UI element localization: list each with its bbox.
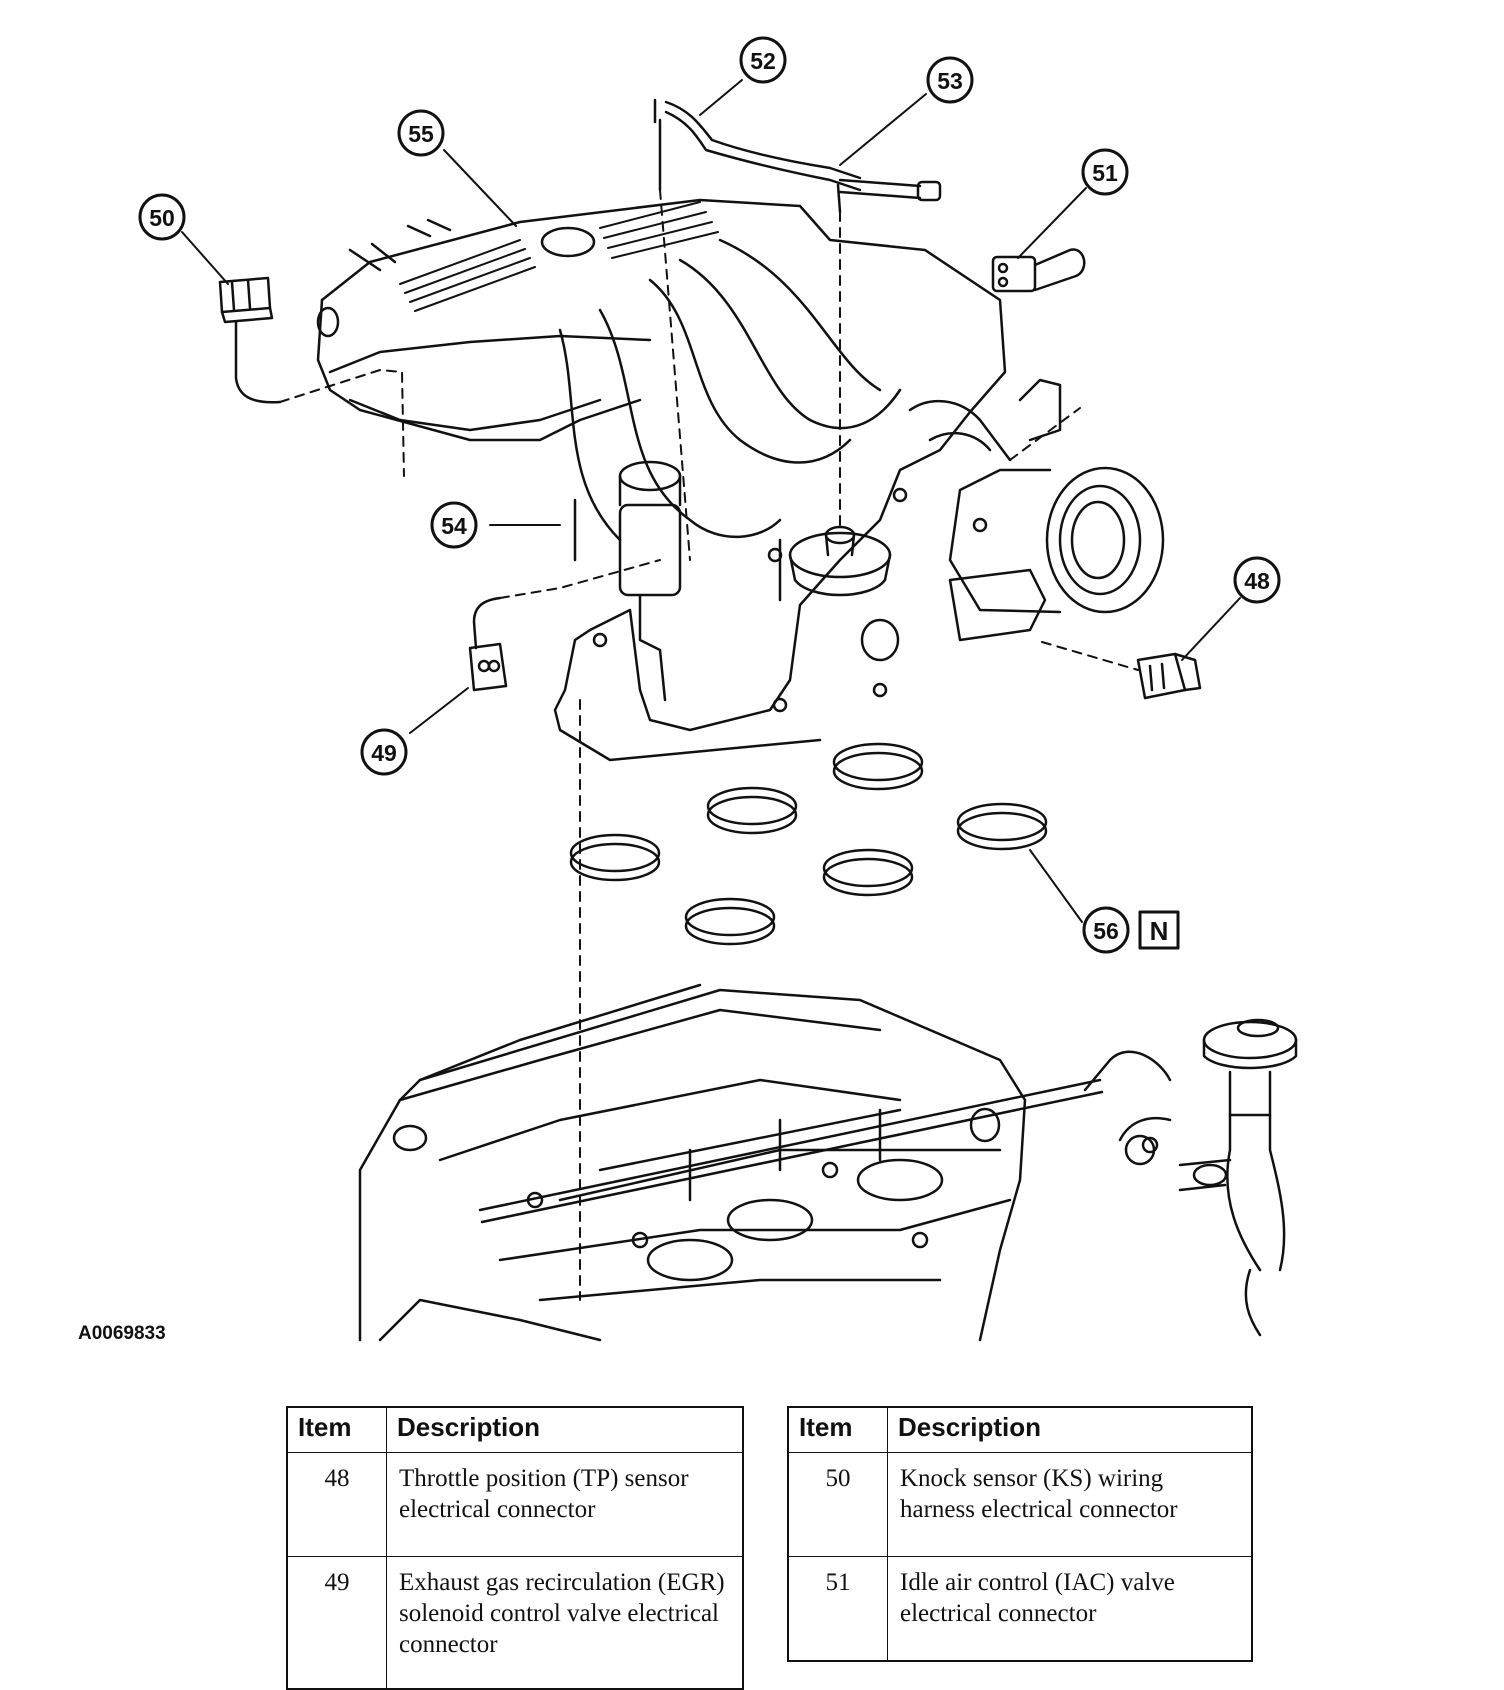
svg-text:55: 55 <box>408 121 434 147</box>
table-header-row: Item Description <box>787 1406 1253 1453</box>
figure-id: A0069833 <box>78 1323 166 1344</box>
legend-table-left: Item Description 48 Throttle position (T… <box>286 1406 744 1690</box>
connector-49 <box>468 596 508 692</box>
callout-54: 54 <box>430 501 478 549</box>
svg-text:53: 53 <box>937 68 963 94</box>
item-header: Item <box>286 1406 387 1453</box>
table-row: 49 Exhaust gas recirculation (EGR) solen… <box>286 1556 744 1689</box>
table-header-row: Item Description <box>286 1406 744 1453</box>
callout-48: 48 <box>1233 556 1281 604</box>
connector-51 <box>991 248 1086 293</box>
upper-intake-manifold <box>316 198 1165 762</box>
exploded-intake-manifold-diagram: 50 55 52 53 51 54 48 49 56 N <box>138 36 1298 1342</box>
description-header: Description <box>887 1406 1253 1453</box>
table-row: 51 Idle air control (IAC) valve electric… <box>787 1556 1253 1661</box>
svg-text:54: 54 <box>441 513 467 539</box>
callout-53: 53 <box>926 56 974 104</box>
svg-text:51: 51 <box>1092 160 1118 186</box>
item-header: Item <box>787 1406 888 1453</box>
svg-text:52: 52 <box>750 48 776 74</box>
svg-text:56: 56 <box>1093 918 1119 944</box>
callout-51: 51 <box>1081 148 1129 196</box>
item-number: 50 <box>787 1452 888 1557</box>
item-number: 51 <box>787 1556 888 1661</box>
callout-leaders <box>181 79 1241 923</box>
intake-gaskets <box>569 742 1048 946</box>
table-row: 48 Throttle position (TP) sensor electri… <box>286 1452 744 1557</box>
item-number: 49 <box>286 1556 387 1689</box>
callout-56: 56 <box>1082 906 1130 954</box>
connector-50 <box>218 276 282 404</box>
item-description: Idle air control (IAC) valve electrical … <box>887 1556 1253 1661</box>
table-row: 50 Knock sensor (KS) wiring harness elec… <box>787 1452 1253 1557</box>
connector-48 <box>1136 652 1202 700</box>
svg-text:48: 48 <box>1244 568 1270 594</box>
callout-55: 55 <box>397 109 445 157</box>
legend-table-right: Item Description 50 Knock sensor (KS) wi… <box>787 1406 1253 1662</box>
callout-52: 52 <box>739 36 787 84</box>
dashed-leaders <box>279 189 1139 1301</box>
item-description: Exhaust gas recirculation (EGR) solenoid… <box>386 1556 744 1689</box>
new-part-symbol: N <box>1138 910 1180 950</box>
item-number: 48 <box>286 1452 387 1557</box>
item-description: Knock sensor (KS) wiring harness electri… <box>887 1452 1253 1557</box>
lower-intake-and-engine <box>358 983 1172 1342</box>
callout-50: 50 <box>138 193 186 241</box>
item-description: Throttle position (TP) sensor electrical… <box>386 1452 744 1557</box>
svg-text:50: 50 <box>149 205 175 231</box>
vacuum-hoses <box>653 98 942 214</box>
description-header: Description <box>386 1406 744 1453</box>
svg-text:N: N <box>1150 916 1169 946</box>
callout-49: 49 <box>360 728 408 776</box>
svg-text:49: 49 <box>371 740 397 766</box>
filler-neck <box>1178 1018 1298 1337</box>
